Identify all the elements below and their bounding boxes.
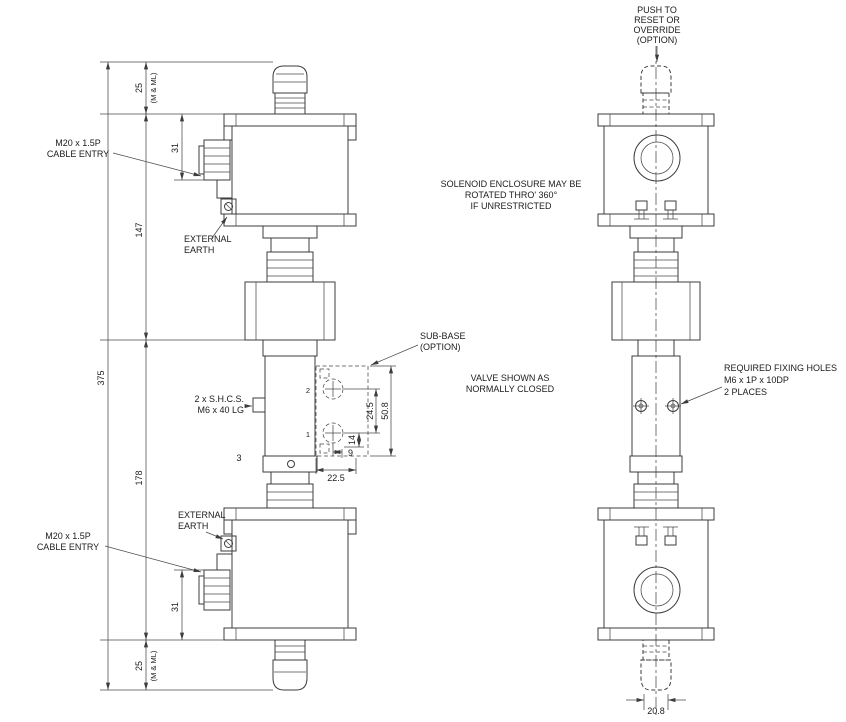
valve-note: VALVE SHOWN AS — [471, 373, 550, 383]
sub-base-label: SUB-BASE — [420, 331, 466, 341]
sub-base-dimensions: 50.8 24.5 14 9 22.5 — [315, 365, 396, 483]
side-view: 20.8 — [597, 46, 715, 716]
cable-gland-top — [198, 139, 232, 199]
port-3-label: 3 — [236, 453, 241, 463]
external-earth-top-label: EXTERNAL — [184, 234, 232, 244]
external-earth-bottom-leader — [205, 531, 224, 540]
svg-text:(OPTION): (OPTION) — [637, 35, 678, 45]
svg-text:RESET OR: RESET OR — [634, 15, 680, 25]
cable-entry-top-label: M20 x 1.5P — [55, 138, 101, 148]
terminal-screws-top — [634, 200, 678, 220]
svg-text:OVERRIDE: OVERRIDE — [633, 25, 680, 35]
earth-terminal-top — [220, 198, 237, 215]
svg-text:NORMALLY CLOSED: NORMALLY CLOSED — [466, 384, 555, 394]
svg-text:EARTH: EARTH — [184, 245, 214, 255]
svg-text:EARTH: EARTH — [178, 521, 208, 531]
svg-text:CABLE ENTRY: CABLE ENTRY — [37, 542, 99, 552]
cable-gland-bottom — [198, 553, 232, 611]
dim-bottom-gland: 31 — [170, 602, 180, 612]
external-earth-bottom-label: EXTERNAL — [178, 510, 226, 520]
fixing-holes-leader — [680, 386, 723, 405]
cable-entry-bottom-leader — [104, 545, 202, 573]
dim-top-cap: 25 — [134, 83, 144, 93]
dimension-chain: 375 25 (M & ML) 147 178 25 (M & ML) 31 3… — [96, 61, 273, 691]
earth-terminal-bottom — [220, 535, 237, 552]
dim-spigot-width: 20.8 — [647, 706, 665, 716]
enclosure-note: SOLENOID ENCLOSURE MAY BE — [441, 179, 582, 189]
fixing-holes-label: REQUIRED FIXING HOLES — [724, 363, 837, 373]
dim-top-gland: 31 — [170, 143, 180, 153]
svg-text:M6 x 40 LG: M6 x 40 LG — [197, 405, 244, 415]
cable-entry-top-leader — [112, 152, 202, 177]
dim-subbase-width: 22.5 — [327, 473, 345, 483]
external-earth-top-leader — [211, 216, 228, 239]
dim-bottom-cap-note: (M & ML) — [149, 650, 158, 681]
dim-subbase-height: 50.8 — [380, 402, 390, 420]
solenoid-boss-top — [633, 134, 681, 182]
dim-port-pitch: 24.5 — [365, 402, 375, 420]
sub-base-leader — [370, 344, 419, 366]
fixing-holes — [633, 398, 681, 414]
annotations: PUSH TO RESET OR OVERRIDE (OPTION) M20 x… — [37, 5, 837, 573]
svg-text:M6 x 1P x 10DP: M6 x 1P x 10DP — [724, 375, 789, 385]
cable-entry-bottom-label: M20 x 1.5P — [45, 531, 91, 541]
svg-text:2 PLACES: 2 PLACES — [724, 387, 767, 397]
dim-lower-section: 178 — [134, 470, 144, 485]
shcs-label: 2 x S.H.C.S. — [194, 394, 244, 404]
dim-hole-h: 9 — [348, 448, 353, 458]
svg-text:IF UNRESTRICTED: IF UNRESTRICTED — [471, 201, 553, 211]
port-2-label: 2 — [306, 386, 310, 395]
front-view — [198, 65, 357, 691]
svg-text:ROTATED THRO' 360°: ROTATED THRO' 360° — [465, 190, 558, 200]
svg-text:(OPTION): (OPTION) — [420, 342, 461, 352]
port-1-label: 1 — [306, 430, 310, 439]
dim-hole-v: 14 — [347, 435, 357, 445]
dim-upper-section: 147 — [134, 222, 144, 237]
push-to-reset-label: PUSH TO — [637, 5, 677, 15]
dim-bottom-cap: 25 — [134, 661, 144, 671]
svg-text:CABLE ENTRY: CABLE ENTRY — [47, 149, 109, 159]
dim-top-cap-note: (M & ML) — [149, 72, 158, 103]
shcs-boss — [252, 397, 266, 413]
terminal-screws-bottom — [634, 526, 678, 546]
solenoid-boss-bottom — [633, 566, 681, 614]
dim-overall-height: 375 — [96, 370, 106, 385]
dim-spigot: 20.8 — [626, 694, 686, 716]
